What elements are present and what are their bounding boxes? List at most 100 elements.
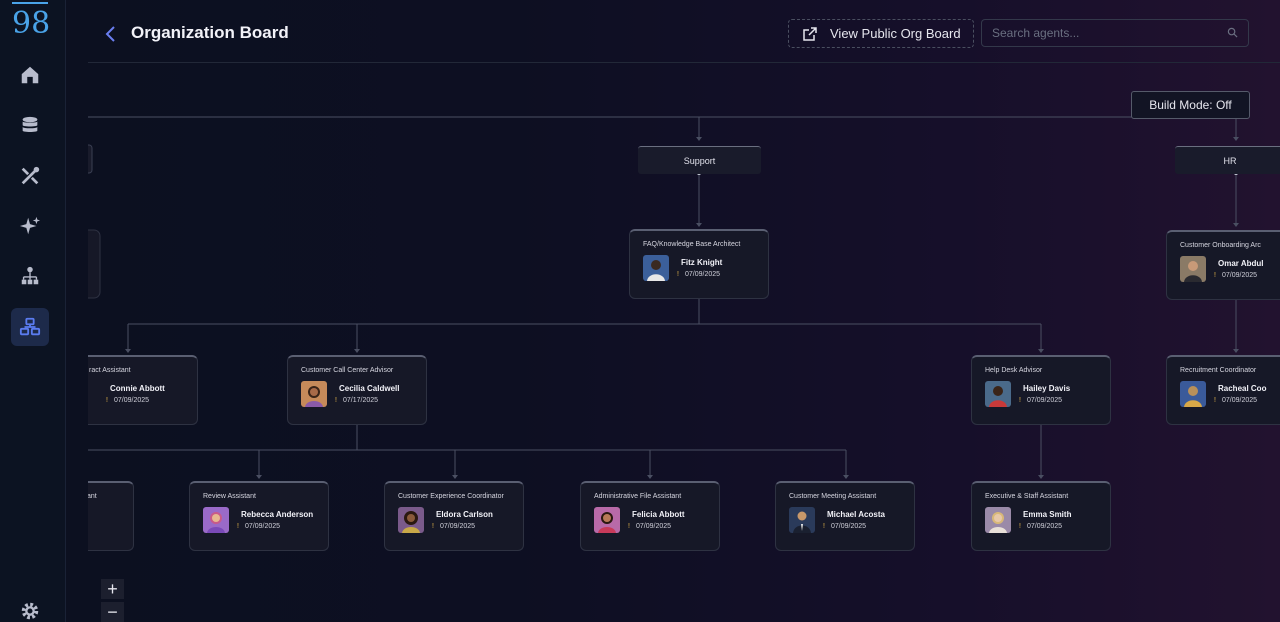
nav-settings[interactable]	[11, 592, 49, 622]
agent-avatar	[594, 507, 620, 533]
sparkle-icon	[19, 216, 41, 235]
agent-card-connie-abbott[interactable]: ract Assistant Connie Abbott ! 07/09/202…	[88, 355, 198, 425]
agent-name: Omar Abdul	[1218, 259, 1264, 268]
agent-date: 07/09/2025	[1222, 272, 1258, 279]
agent-card-cecilia-caldwell[interactable]: Customer Call Center Advisor Cecilia Cal…	[287, 355, 427, 425]
agent-date: 07/09/2025	[1027, 523, 1063, 530]
nav-tools[interactable]	[11, 157, 49, 195]
agent-card-felicia-abbott[interactable]: Administrative File Assistant Felicia Ab…	[580, 481, 720, 551]
agent-card-michael-acosta[interactable]: Customer Meeting Assistant Michael Acost…	[775, 481, 915, 551]
search-box	[981, 19, 1249, 47]
agent-name: Rebecca Anderson	[241, 510, 314, 519]
agent-name: Hailey Davis	[1023, 384, 1071, 393]
agent-name: Racheal Coo	[1218, 384, 1267, 393]
agent-role: ant	[88, 493, 97, 500]
agent-role: ract Assistant	[89, 367, 131, 374]
sidebar: 98	[0, 0, 66, 622]
agent-name: Eldora Carlson	[436, 510, 493, 519]
agent-avatar	[643, 255, 669, 281]
agent-card-hailey-davis[interactable]: Help Desk Advisor Hailey Davis ! 07/09/2…	[971, 355, 1111, 425]
agent-card-racheal[interactable]: Recruitment Coordinator Racheal Coo ! 07…	[1166, 355, 1280, 425]
agent-role: Review Assistant	[203, 493, 256, 500]
warning-icon: !	[335, 397, 337, 404]
agent-role: FAQ/Knowledge Base Architect	[643, 241, 741, 248]
chevron-left-icon	[105, 26, 115, 42]
search-icon	[1227, 27, 1238, 38]
zoom-out-button[interactable]: −	[101, 602, 124, 622]
agent-date: 07/09/2025	[1027, 397, 1063, 404]
warning-icon: !	[1214, 272, 1216, 279]
agent-date: 07/09/2025	[245, 523, 281, 530]
nav-home[interactable]	[11, 56, 49, 94]
connector-lines	[88, 116, 1239, 479]
warning-icon: !	[432, 523, 434, 530]
agent-avatar	[203, 507, 229, 533]
external-link-icon	[803, 26, 817, 41]
agent-name: Fitz Knight	[681, 258, 723, 267]
view-public-label: View Public Org Board	[830, 26, 961, 41]
agent-role: Customer Meeting Assistant	[789, 493, 877, 500]
agent-avatar	[1180, 381, 1206, 407]
warning-icon: !	[823, 523, 825, 530]
agent-name: Michael Acosta	[827, 510, 885, 519]
warning-icon: !	[237, 523, 239, 530]
department-support[interactable]: Support	[638, 146, 761, 174]
agent-card-fitz-knight[interactable]: FAQ/Knowledge Base Architect Fitz Knight…	[629, 229, 769, 299]
agent-name: Connie Abbott	[110, 384, 165, 393]
department-hr[interactable]: HR	[1175, 146, 1280, 174]
home-icon	[21, 66, 39, 84]
app-logo[interactable]: 98	[12, 2, 50, 41]
agent-role: Administrative File Assistant	[594, 493, 682, 500]
org-board-canvas[interactable]: Support HR FAQ/Knowledge Base Architect …	[88, 63, 1280, 622]
agent-card-rebecca-anderson[interactable]: Review Assistant Rebecca Anderson ! 07/0…	[189, 481, 329, 551]
agent-avatar	[985, 381, 1011, 407]
agent-avatar	[301, 381, 327, 407]
agent-role: Recruitment Coordinator	[1180, 367, 1257, 374]
agent-date: 07/09/2025	[636, 523, 672, 530]
agent-role: Customer Call Center Advisor	[301, 367, 394, 374]
agent-avatar	[1180, 256, 1206, 282]
back-button[interactable]	[104, 22, 124, 44]
agent-role: Customer Onboarding Arc	[1180, 242, 1261, 249]
nav-org-board[interactable]	[11, 308, 49, 346]
org-board-icon	[19, 317, 41, 336]
nav-ai[interactable]	[11, 207, 49, 245]
nav-hierarchy[interactable]	[11, 257, 49, 295]
agent-card-omar-abdul[interactable]: Customer Onboarding Arc Omar Abdul ! 07/…	[1166, 230, 1280, 300]
agent-name: Felicia Abbott	[632, 510, 685, 519]
agent-date: 07/09/2025	[831, 523, 867, 530]
warning-icon: !	[1019, 397, 1021, 404]
agent-avatar	[398, 507, 424, 533]
agent-date: 07/09/2025	[440, 523, 476, 530]
warning-icon: !	[677, 271, 679, 278]
tools-icon	[21, 166, 40, 185]
agent-role: Help Desk Advisor	[985, 367, 1043, 374]
agent-avatar	[789, 507, 815, 533]
agent-name: Emma Smith	[1023, 510, 1072, 519]
agent-date: 07/09/2025	[114, 397, 150, 404]
view-public-org-board-button[interactable]: View Public Org Board	[788, 19, 974, 48]
nav-database[interactable]	[11, 107, 49, 145]
agent-role: Executive & Staff Assistant	[985, 493, 1069, 500]
page-header: Organization Board View Public Org Board	[88, 0, 1280, 63]
gear-icon	[21, 602, 39, 620]
warning-icon: !	[628, 523, 630, 530]
agent-date: 07/17/2025	[343, 397, 379, 404]
agent-card-clipped[interactable]: ant	[88, 481, 134, 551]
warning-icon: !	[1019, 523, 1021, 530]
hierarchy-icon	[21, 266, 39, 285]
agent-card-emma-smith[interactable]: Executive & Staff Assistant Emma Smith !…	[971, 481, 1111, 551]
build-mode-toggle[interactable]: Build Mode: Off	[1131, 91, 1250, 119]
agent-avatar	[985, 507, 1011, 533]
zoom-in-button[interactable]: +	[101, 579, 124, 599]
page-title: Organization Board	[131, 23, 289, 42]
search-input[interactable]	[982, 20, 1248, 46]
agent-card-eldora-carlson[interactable]: Customer Experience Coordinator Eldora C…	[384, 481, 524, 551]
warning-icon: !	[106, 397, 108, 404]
agent-date: 07/09/2025	[685, 271, 721, 278]
agent-name: Cecilia Caldwell	[339, 384, 400, 393]
agent-role: Customer Experience Coordinator	[398, 493, 504, 500]
agent-date: 07/09/2025	[1222, 397, 1258, 404]
warning-icon: !	[1214, 397, 1216, 404]
database-icon	[22, 116, 38, 132]
